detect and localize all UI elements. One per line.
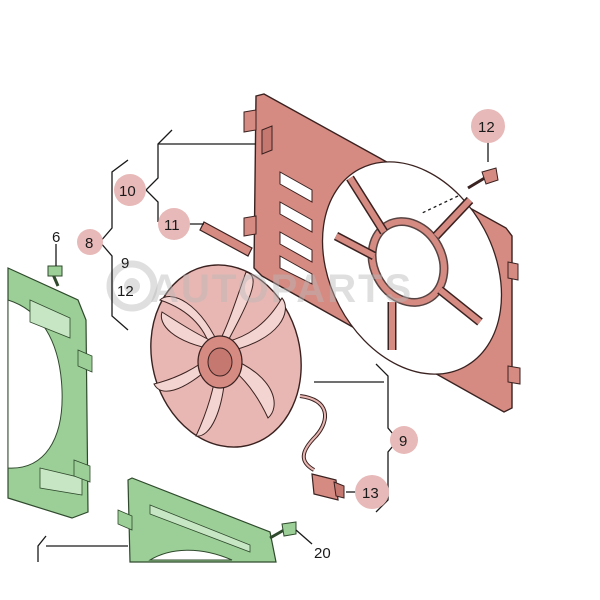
callout-20: 20: [314, 545, 331, 562]
screw-12: [467, 167, 499, 190]
green-frame-left: [7, 267, 93, 519]
screw-6: [47, 265, 63, 287]
callout-11: 11: [164, 217, 180, 234]
callout-13: 13: [362, 485, 379, 502]
callout-labels: 6 8 9 10 11 12 12 9 13 20: [52, 119, 495, 562]
callout-12-left: 12: [117, 283, 134, 300]
fan-wheel: [150, 264, 327, 472]
fan-shroud: [243, 93, 521, 413]
screw-20: [269, 521, 297, 540]
cropped-label-group: 20: [388, 561, 405, 578]
callout-8: 8: [85, 235, 93, 252]
callout-12-top: 12: [478, 119, 495, 136]
green-frame-bottom: [117, 477, 277, 563]
callout-9-left: 9: [121, 255, 129, 272]
callout-10: 10: [119, 183, 136, 200]
connector: [311, 473, 345, 501]
callout-highlights: [77, 109, 505, 509]
callout-6: 6: [52, 229, 60, 246]
seal-strip: [199, 221, 253, 257]
watermark-text: AUTOPARTS: [150, 267, 413, 311]
watermark: AUTOPARTS: [106, 260, 413, 312]
callout-cropped: 20: [388, 561, 405, 578]
callout-9-right: 9: [399, 433, 407, 450]
